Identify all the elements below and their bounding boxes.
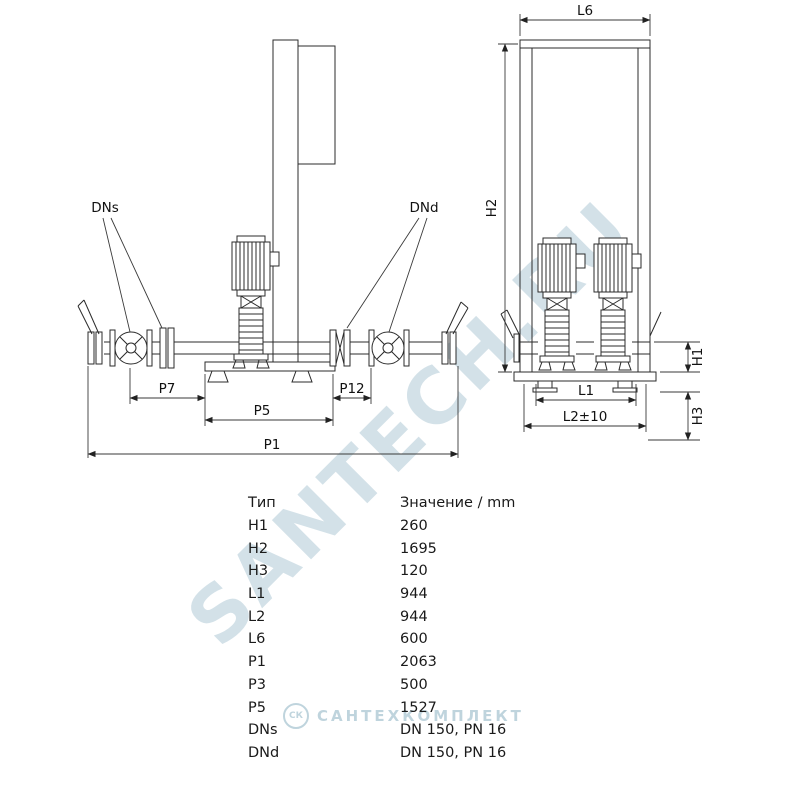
table-row: L1 944: [248, 583, 515, 606]
dim-h1: [654, 341, 700, 373]
inlet-end-valve: [77, 299, 103, 365]
table-row: L6 600: [248, 628, 515, 651]
riser-column: [272, 39, 336, 371]
value-cell: 1695: [400, 540, 437, 557]
outlet-end-valve: [441, 301, 469, 365]
brand-logo-icon: СК: [283, 703, 309, 729]
param-cell: H3: [248, 563, 269, 580]
value-cell: 260: [400, 518, 428, 535]
table-row: H3 120: [248, 560, 515, 583]
dim-label-p5: P5: [254, 403, 271, 419]
check-valve-discharge: [329, 329, 351, 367]
pipework-front: [104, 341, 442, 355]
flange-pair-suction: [159, 327, 175, 369]
dim-label-h2: H2: [484, 199, 500, 218]
table-row: P5 1527: [248, 696, 515, 719]
param-cell: DNs: [248, 722, 278, 739]
dim-label-l1: L1: [578, 383, 594, 399]
table-row: H1 260: [248, 515, 515, 538]
ball-valve-suction: [109, 329, 153, 367]
ball-valve-discharge: [368, 329, 410, 367]
param-cell: L2: [248, 608, 266, 625]
table-row: DNs DN 150, PN 16: [248, 719, 515, 742]
dim-label-p1: P1: [264, 437, 281, 453]
dim-label-p7: P7: [159, 381, 176, 397]
param-cell: DNd: [248, 744, 280, 761]
param-cell: P3: [248, 676, 266, 693]
dim-label-l6: L6: [577, 3, 593, 19]
value-cell: 944: [400, 586, 428, 603]
label-dns: DNs: [91, 200, 119, 216]
value-cell: 120: [400, 563, 428, 580]
table-row: P1 2063: [248, 651, 515, 674]
dim-label-l2: L2±10: [563, 409, 608, 425]
watermark-brand: СК САНТЕХКОМПЛЕКТ: [283, 703, 524, 729]
side-view: L6 H2 H1 H3 L1: [484, 3, 706, 441]
dim-label-h1: H1: [690, 348, 706, 367]
front-view: DNs DNd P7 P12 P5 P1: [77, 39, 469, 458]
param-cell: P1: [248, 654, 266, 671]
brand-text: САНТЕХКОМПЛЕКТ: [317, 707, 524, 725]
value-cell: 600: [400, 631, 428, 648]
technical-drawing: DNs DNd P7 P12 P5 P1: [77, 3, 706, 458]
param-cell: H1: [248, 518, 269, 535]
dim-l2: [523, 384, 647, 432]
table-header-value: Значение / mm: [400, 495, 516, 512]
dim-h2: [498, 43, 518, 373]
dim-l6: [519, 14, 651, 36]
param-cell: P5: [248, 699, 266, 716]
table-header-row: Тип Значение / mm: [248, 492, 515, 515]
value-cell: 944: [400, 608, 428, 625]
spec-table: Тип Значение / mm H1 260 H2 1695 H3 120 …: [248, 492, 515, 764]
value-cell: DN 150, PN 16: [400, 722, 507, 739]
param-cell: L6: [248, 631, 266, 648]
param-cell: H2: [248, 540, 269, 557]
table-header-param: Тип: [248, 495, 276, 512]
dim-label-h3: H3: [690, 407, 706, 426]
table-row: P3 500: [248, 674, 515, 697]
base-plate-front: [204, 361, 336, 383]
table-row: L2 944: [248, 605, 515, 628]
label-dnd: DNd: [409, 200, 438, 216]
dim-h3: [648, 391, 700, 441]
value-cell: 500: [400, 676, 428, 693]
table-row: DNd DN 150, PN 16: [248, 742, 515, 765]
table-row: H2 1695: [248, 537, 515, 560]
leader-lines: [102, 217, 428, 333]
value-cell: 2063: [400, 654, 437, 671]
param-cell: L1: [248, 586, 266, 603]
pipework-side: [500, 309, 662, 363]
frame-side: [513, 39, 657, 393]
dim-l1: [535, 384, 637, 406]
value-cell: DN 150, PN 16: [400, 744, 507, 761]
value-cell: 1527: [400, 699, 437, 716]
dim-label-p12: P12: [339, 381, 364, 397]
